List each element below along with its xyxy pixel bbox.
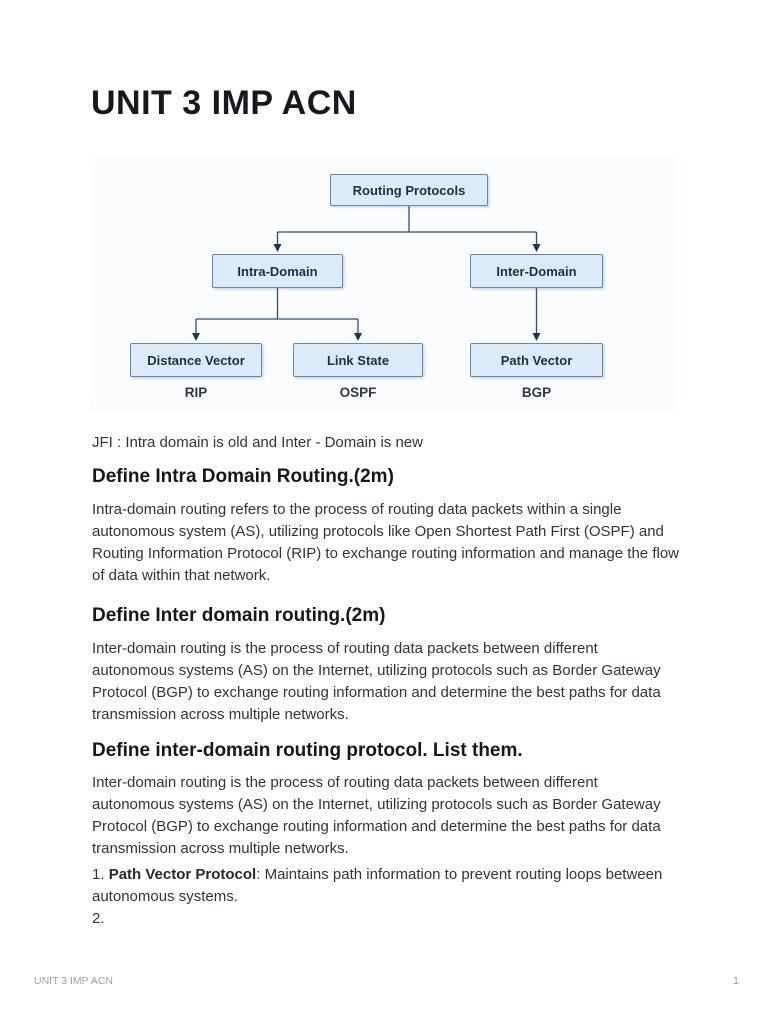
diagram-node-path-vector: Path Vector: [470, 343, 603, 377]
list-item-2: 2.: [92, 910, 105, 927]
list-item-bold-term: Path Vector Protocol: [108, 866, 257, 883]
diagram-connectors: [192, 206, 541, 341]
section-body-intra-domain: Intra-domain routing refers to the proce…: [92, 501, 679, 584]
list-item-path-vector: 1. Path Vector Protocol: Maintains path …: [92, 864, 680, 908]
arrow-down-icon: [354, 333, 362, 341]
arrow-down-icon: [192, 333, 200, 341]
diagram-label-ospf: OSPF: [339, 385, 377, 400]
arrow-down-icon: [273, 244, 282, 252]
diagram-node-routing-protocols: Routing Protocols: [330, 174, 488, 206]
page-title: UNIT 3 IMP ACN: [91, 84, 357, 122]
arrow-down-icon: [532, 244, 541, 252]
section-heading-inter-domain: Define Inter domain routing.(2m): [92, 605, 386, 626]
list-item-number: 1.: [92, 866, 109, 883]
diagram-label-bgp: BGP: [521, 385, 552, 400]
note-line: JFI : Intra domain is old and Inter - Do…: [92, 434, 423, 451]
footer-document-title: UNIT 3 IMP ACN: [34, 975, 113, 987]
diagram-node-inter-domain: Inter-Domain: [470, 254, 603, 288]
section-body-inter-domain: Inter-domain routing is the process of r…: [92, 640, 661, 723]
diagram-node-link-state: Link State: [293, 343, 423, 377]
footer-page-number: 1: [732, 975, 739, 987]
section-body-inter-domain-protocol: Inter-domain routing is the process of r…: [92, 774, 661, 857]
routing-protocols-diagram: Routing Protocols Intra-Domain Inter-Dom…: [90, 157, 677, 412]
diagram-node-intra-domain: Intra-Domain: [212, 254, 343, 288]
list-item-text: : Maintains path information to prevent …: [92, 866, 663, 905]
numbered-list: 1. Path Vector Protocol: Maintains path …: [92, 864, 680, 930]
section-heading-inter-domain-protocol: Define inter-domain routing protocol. Li…: [92, 740, 523, 761]
diagram-label-rip: RIP: [184, 385, 208, 400]
diagram-node-distance-vector: Distance Vector: [130, 343, 262, 377]
section-heading-intra-domain: Define Intra Domain Routing.(2m): [92, 466, 394, 487]
arrow-down-icon: [532, 333, 541, 341]
